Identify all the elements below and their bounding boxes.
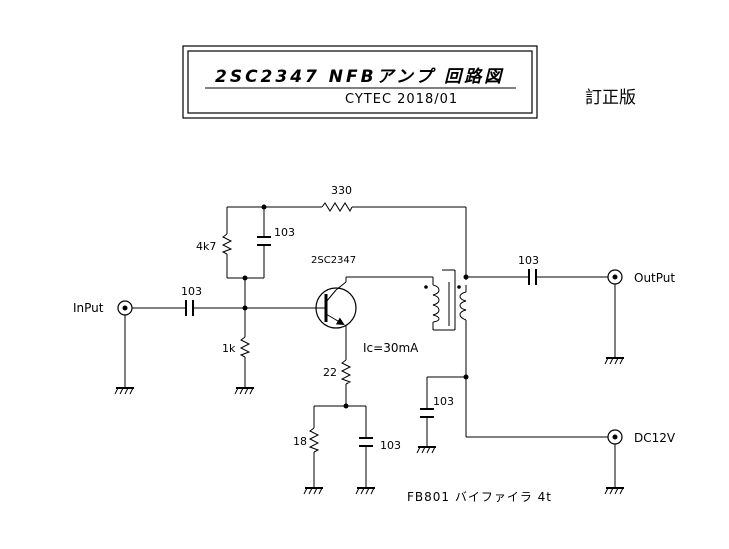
resistor-330 [321, 202, 353, 213]
capacitors [185, 236, 537, 447]
label-c-supply: 103 [433, 395, 454, 408]
title-frame-outer [182, 45, 538, 119]
ground-emitter-r [303, 487, 323, 495]
label-r-bias-bottom: 1k [222, 342, 236, 355]
capacitor-emitter [359, 437, 373, 447]
port-supply-jack [607, 429, 623, 445]
author-date: CYTEC 2018/01 [345, 92, 458, 107]
resistor-1k [239, 336, 251, 358]
ground-input [114, 387, 134, 395]
capacitor-output [528, 269, 537, 285]
transistor-2sc2347 [306, 287, 357, 329]
label-c-bias: 103 [274, 226, 295, 239]
ground-symbols [114, 357, 624, 495]
ground-bias [234, 387, 254, 395]
resistor-22 [340, 359, 352, 385]
title-block: 2SC2347 NFBアンプ 回路図 CYTEC 2018/01 [182, 45, 538, 119]
label-port-input: InPut [73, 301, 104, 315]
port-output-jack [607, 269, 623, 285]
port-input-jack [117, 300, 133, 316]
schematic-title: 2SC2347 NFBアンプ 回路図 [215, 67, 504, 87]
transformer-fb801 [424, 282, 467, 326]
label-transistor: 2SC2347 [311, 255, 356, 266]
label-r-feedback: 330 [331, 184, 352, 197]
capacitor-input [185, 300, 194, 316]
label-r-emitter: 22 [323, 366, 337, 379]
label-c-output: 103 [518, 254, 539, 267]
capacitor-bias [257, 236, 271, 246]
label-c-emitter: 103 [380, 439, 401, 452]
label-bias-current: Ic=30mA [363, 341, 419, 355]
wires [124, 206, 616, 488]
label-r-emitter-ac: 18 [293, 435, 307, 448]
junctions [242, 204, 469, 409]
ground-output [604, 357, 624, 365]
label-transformer-note: FB801 バイファイラ 4t [407, 490, 552, 504]
resistors [221, 202, 353, 453]
title-frame-inner [187, 50, 533, 114]
ground-emitter-c [355, 487, 375, 495]
ground-supply [604, 487, 624, 495]
label-port-output: OutPut [634, 271, 675, 285]
label-port-supply: DC12V [634, 431, 676, 445]
label-r-bias-top: 4k7 [196, 240, 216, 253]
revision-label: 訂正版 [585, 88, 636, 108]
ground-supply-cap [416, 446, 436, 454]
label-c-input: 103 [181, 285, 202, 298]
resistor-4k7 [221, 233, 233, 255]
resistor-18 [308, 427, 320, 453]
capacitor-supply [420, 408, 434, 418]
